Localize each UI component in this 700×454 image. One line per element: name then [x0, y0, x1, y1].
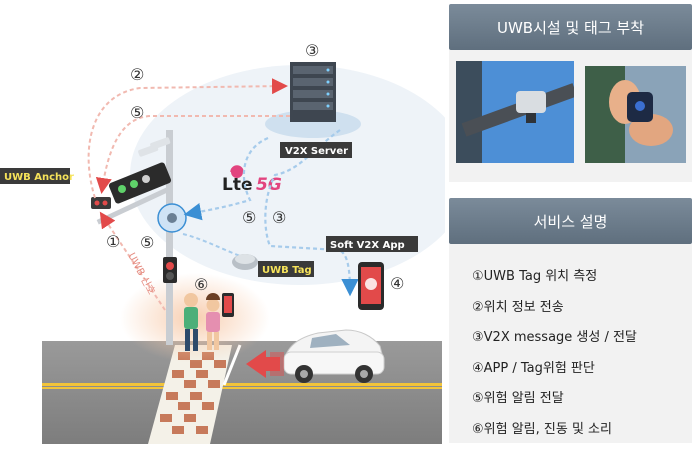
step-marker-4: ④	[390, 274, 404, 293]
service-step-1: ①UWB Tag 위치 측정	[472, 269, 598, 284]
service-step-6: ⑥위험 알림, 진동 및 소리	[472, 421, 612, 437]
service-step-4: ④APP / Tag위험 판단	[472, 360, 595, 376]
service-step-5: ⑤위험 알림 전달	[472, 391, 564, 406]
signal-paths	[87, 78, 359, 311]
label-uwb-anchor-text: UWB Anchor	[4, 172, 74, 183]
step-marker-5-mid: ⑤	[242, 208, 256, 227]
label-uwb-tag-text: UWB Tag	[262, 265, 312, 276]
pedestrians	[184, 293, 220, 351]
facility-panel-header: UWB시설 및 태그 부착	[449, 4, 692, 50]
signal-pole	[91, 130, 187, 345]
step-marker-2: ②	[130, 65, 144, 84]
service-panel-header: 서비스 설명	[449, 198, 692, 244]
service-step-list: ①UWB Tag 위치 측정 ②위치 정보 전송 ③V2X message 생성…	[472, 262, 637, 445]
v2x-system-diagram: Lte 5G	[0, 41, 445, 444]
pedestrian-phone-icon	[222, 293, 234, 317]
tag-attach-photo	[585, 66, 686, 163]
service-step-3: ③V2X message 생성 / 전달	[472, 330, 637, 345]
soft-v2x-phone-icon	[358, 262, 384, 310]
step-marker-3-top: ③	[305, 41, 319, 60]
car-direction-arrow	[246, 350, 284, 378]
service-step-2: ②위치 정보 전송	[472, 299, 564, 315]
label-soft-v2x-app: Soft V2X App	[326, 236, 418, 252]
service-panel-body	[449, 244, 692, 443]
label-v2x-server: V2X Server	[280, 142, 352, 158]
step-marker-5-left: ⑤	[140, 233, 154, 252]
5g-text: 5G	[256, 175, 282, 195]
path-1-uwb-signal	[99, 211, 166, 311]
facility-panel-title: UWB시설 및 태그 부착	[496, 18, 644, 37]
lte-text: Lte	[222, 175, 253, 195]
path-5-server-to-signal	[183, 136, 269, 221]
step-marker-1: ①	[106, 232, 120, 251]
label-soft-v2x-app-text: Soft V2X App	[330, 240, 405, 251]
label-uwb-anchor: UWB Anchor	[0, 168, 74, 184]
path-tag-link	[182, 233, 241, 257]
step-marker-6: ⑥	[194, 275, 208, 294]
path-2-position-to-server	[87, 78, 288, 199]
path-5-server-to-anchor	[95, 115, 290, 194]
service-panel-title: 서비스 설명	[533, 212, 608, 231]
step-marker-3-mid: ③	[272, 208, 286, 227]
background-blob	[130, 65, 445, 285]
car-icon	[283, 329, 385, 383]
uwb-tag-device-icon	[232, 254, 258, 270]
label-uwb-tag: UWB Tag	[258, 261, 314, 277]
anchor-photo	[456, 61, 574, 163]
step-marker-5-top: ⑤	[130, 103, 144, 122]
label-v2x-server-text: V2X Server	[285, 146, 348, 157]
v2x-server-icon	[265, 62, 361, 138]
